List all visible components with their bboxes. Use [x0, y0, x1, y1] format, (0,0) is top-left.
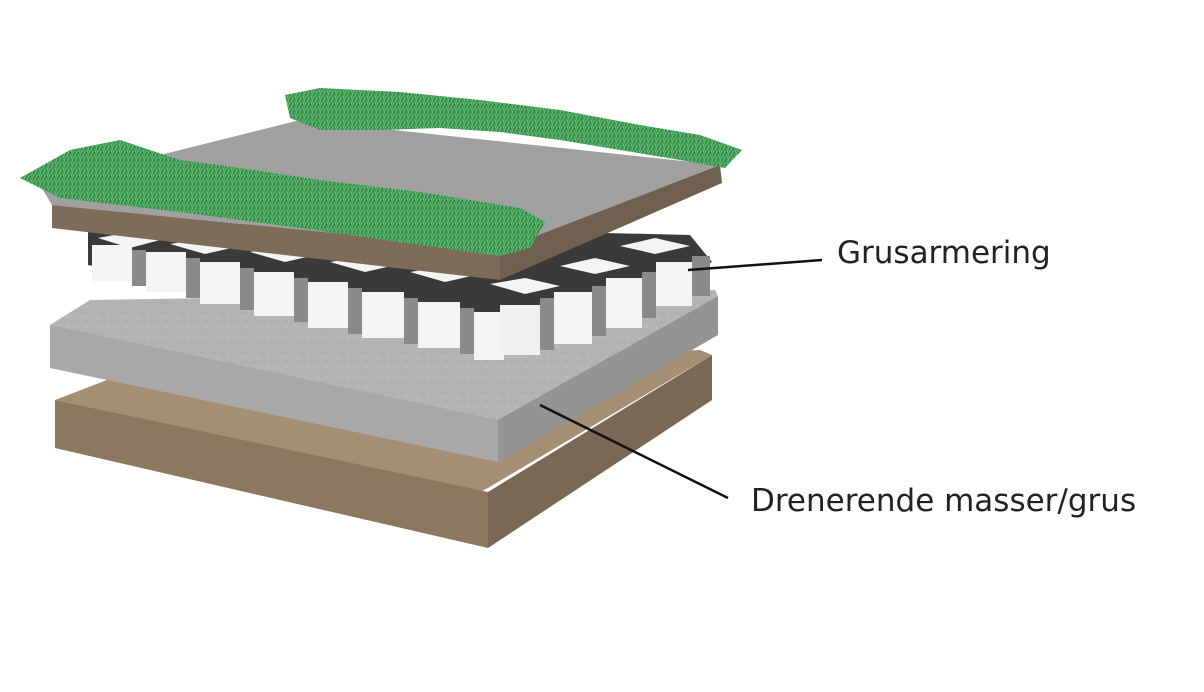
top-slab — [20, 88, 742, 280]
callout-line-grusarmering — [687, 258, 823, 272]
label-drenerende-masser: Drenerende masser/grus — [751, 483, 1137, 519]
base-layer-side — [488, 355, 712, 548]
top-slab-front-edge — [52, 205, 500, 280]
drainage-layer-front — [50, 325, 498, 462]
grass-strip-back — [285, 88, 742, 168]
grass-strip-left — [20, 140, 545, 256]
top-slab-side-edge — [500, 165, 722, 280]
drainage-layer-side — [498, 296, 718, 462]
label-grusarmering: Grusarmering — [837, 235, 1051, 271]
top-slab-soil-surface — [40, 120, 720, 250]
grid-cells — [92, 232, 710, 360]
base-layer-front — [55, 400, 488, 548]
callout-line-drenerende — [539, 403, 729, 500]
callout-lines — [539, 258, 823, 500]
